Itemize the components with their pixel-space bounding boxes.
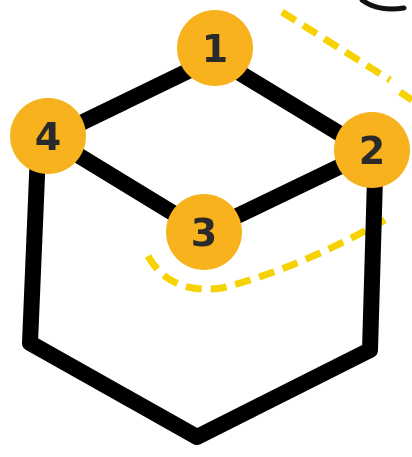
node-1-circle <box>177 10 253 86</box>
partial-curve <box>359 0 407 12</box>
node-2: 2 <box>334 112 410 188</box>
dashed-line-bottom <box>144 216 387 293</box>
node-3-circle <box>166 194 242 270</box>
dashed-line-top-right <box>280 9 412 103</box>
node-1: 1 <box>177 10 253 86</box>
node-1-label: 1 <box>202 27 228 71</box>
node-2-circle <box>334 112 410 188</box>
node-4-circle <box>10 98 86 174</box>
node-3-label: 3 <box>191 211 217 255</box>
node-4: 4 <box>10 98 86 174</box>
node-4-label: 4 <box>35 115 61 159</box>
node-3: 3 <box>166 194 242 270</box>
node-2-label: 2 <box>359 129 385 173</box>
hexagon-outline <box>22 144 383 445</box>
